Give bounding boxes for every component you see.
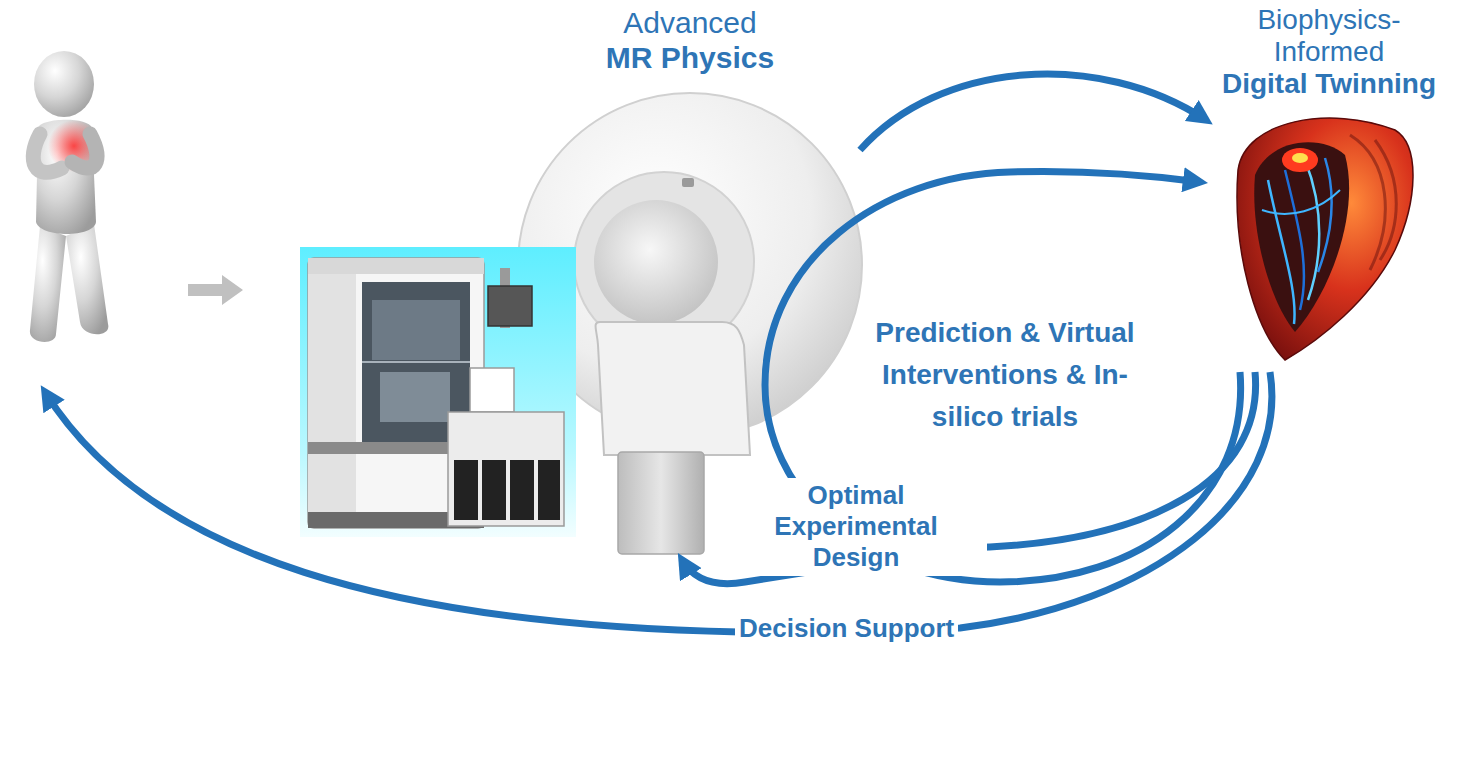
heart-model-part (1292, 153, 1308, 163)
hyperpolarizer-device-part (362, 361, 470, 363)
heading-text: Advanced (520, 6, 860, 41)
hyperpolarizer-device-part (454, 460, 478, 520)
flow-arrow (188, 275, 243, 305)
heart-model-part (1305, 160, 1319, 300)
arrow-label: Decision Support (735, 612, 958, 646)
node-box: AdvancedMR Physics (520, 0, 860, 560)
heart-model-part (1237, 118, 1413, 360)
heart-model-part (1350, 135, 1385, 270)
title-text: MR Physics (520, 41, 860, 76)
patient-figure-part (66, 224, 108, 334)
heart-model-part (1375, 140, 1396, 260)
patient-figure-part (33, 134, 62, 172)
hyperpolarizer-device-part (308, 258, 484, 274)
heart-model-part (1318, 158, 1332, 272)
heart-model-part (1285, 170, 1304, 310)
title-text: Digital Twinning (1206, 68, 1452, 100)
patient-figure (30, 51, 108, 342)
node-box: Biophysics-InformedDigital Twinning (1206, 0, 1452, 372)
hyperpolarizer-device-part (488, 286, 532, 326)
patient-figure-part (72, 134, 97, 168)
heading-text: Biophysics-Informed (1206, 4, 1452, 68)
mr-scanner-part (594, 200, 718, 324)
heart-model-part (1268, 180, 1295, 324)
hyperpolarizer-device-part (470, 368, 514, 412)
mr-scanner-part (596, 322, 750, 455)
mr-scanner-part (618, 452, 704, 554)
hyperpolarizer-device-part (308, 258, 484, 528)
heart-model (1237, 118, 1413, 360)
heart-model-part (1282, 148, 1318, 172)
hyperpolarizer-device-part (380, 372, 450, 422)
hyperpolarizer-device-part (308, 258, 356, 528)
patient-figure-part (30, 226, 66, 342)
patient-figure-part (34, 51, 94, 117)
mr-scanner-part (682, 178, 694, 187)
heart-model-part (1254, 142, 1349, 332)
hyperpolarizer-device-part (482, 460, 506, 520)
hyperpolarizer-device (300, 247, 576, 537)
hyperpolarizer-device-part (300, 247, 576, 537)
heart-model-part (1262, 190, 1340, 214)
edge-label: Optimal Experimental Design (725, 478, 987, 576)
flow-connector (860, 74, 1206, 150)
decision-arrow (45, 372, 1272, 632)
hyperpolarizer-device-part (448, 412, 564, 526)
loop-label: Prediction & Virtual Interventions & In-… (855, 312, 1155, 438)
hyperpolarizer-device-part (372, 300, 460, 360)
hyperpolarizer-device-part (510, 460, 534, 520)
hyperpolarizer-device-part (538, 460, 560, 520)
